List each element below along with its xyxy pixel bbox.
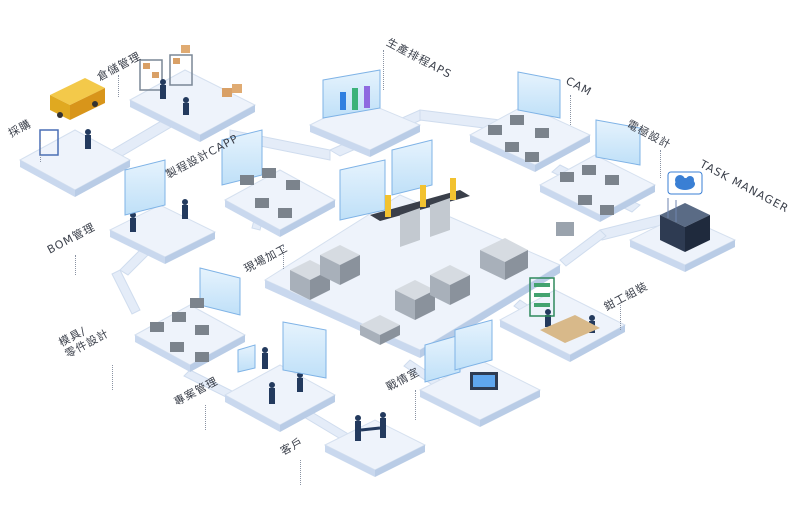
robot-arm-icon [370, 178, 470, 247]
leader-customer [300, 460, 301, 485]
leader-electrode [660, 150, 661, 178]
platforms [18, 69, 737, 477]
fitting-area [529, 222, 600, 343]
workstation-desks [150, 115, 619, 362]
worker-icon [85, 79, 595, 441]
bom-platform [108, 204, 217, 264]
leader-procurement [40, 140, 41, 162]
monitor-icon [124, 69, 641, 379]
storage-shelf-icon [39, 45, 242, 156]
leader-cam [570, 95, 571, 125]
leader-fitting [620, 305, 621, 330]
dashboard-screen-icon [424, 319, 498, 390]
cloud-icon [667, 171, 703, 195]
leader-aps [383, 50, 384, 90]
leader-warehouse [118, 75, 119, 97]
delivery-truck-icon [50, 78, 105, 120]
customer-platform [323, 419, 427, 477]
project-platform [223, 364, 337, 432]
procurement-platform [18, 129, 132, 197]
cnc-machine-icon [290, 238, 528, 345]
leader-machining [283, 245, 284, 269]
electrode-platform [538, 154, 657, 222]
part-design-platform [133, 304, 247, 372]
server-rack-icon [660, 198, 710, 252]
handshake-icon [360, 426, 381, 432]
cam-platform [468, 104, 592, 172]
leader-war [415, 390, 416, 420]
leader-part [112, 365, 113, 390]
leader-bom [75, 255, 76, 275]
leader-project [205, 405, 206, 430]
